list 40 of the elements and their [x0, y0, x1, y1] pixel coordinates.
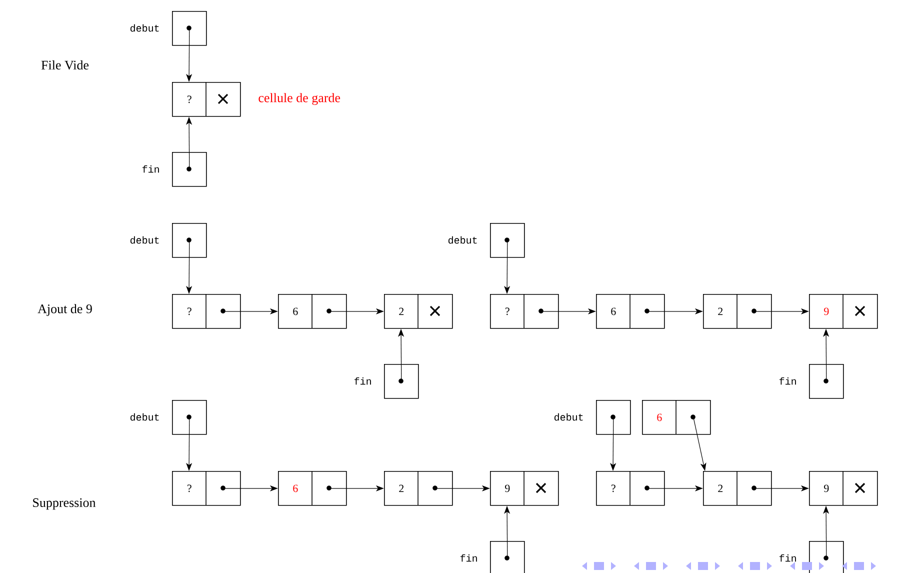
pointer-box	[172, 400, 207, 435]
variable-name: fin	[779, 554, 796, 562]
variable-name: fin	[354, 377, 371, 385]
pointer-box	[809, 364, 844, 399]
list-cell: 6	[278, 294, 347, 329]
row-title: File Vide	[41, 60, 89, 70]
list-cell: 2	[703, 294, 772, 329]
list-cell: 6	[278, 470, 347, 506]
variable-name: fin	[460, 554, 477, 562]
list-cell: 9	[490, 470, 559, 506]
list-cell: 9	[809, 470, 878, 506]
pointer-box	[596, 400, 631, 435]
variable-name: debut	[130, 236, 159, 244]
list-cell: ?	[490, 294, 559, 329]
pointer-box	[172, 11, 207, 46]
variable-name: debut	[130, 24, 159, 32]
variable-name: debut	[448, 236, 477, 244]
variable-name: fin	[779, 377, 796, 385]
list-cell: 2	[384, 294, 453, 329]
cell-caption: cellule de garde	[258, 93, 340, 105]
pointer-box	[384, 364, 419, 399]
list-cell: 9	[809, 294, 878, 329]
variable-name: debut	[130, 413, 159, 421]
list-cell: ?	[172, 82, 241, 117]
pointer-box	[809, 541, 844, 573]
list-cell: 6	[596, 294, 665, 329]
pointer-box	[172, 223, 207, 258]
row-title: Ajout de 9	[38, 304, 92, 316]
list-cell: 2	[703, 470, 772, 506]
variable-name: debut	[554, 413, 583, 421]
list-cell: ?	[596, 470, 665, 506]
variable-name: fin	[142, 165, 159, 173]
list-cell: 2	[384, 470, 453, 506]
row-title: Suppression	[33, 498, 96, 510]
list-cell: 6	[642, 400, 711, 435]
pointer-box	[172, 152, 207, 187]
list-cell: ?	[172, 294, 241, 329]
pointer-box	[490, 541, 525, 573]
pointer-box	[490, 223, 525, 258]
list-cell: ?	[172, 470, 241, 506]
